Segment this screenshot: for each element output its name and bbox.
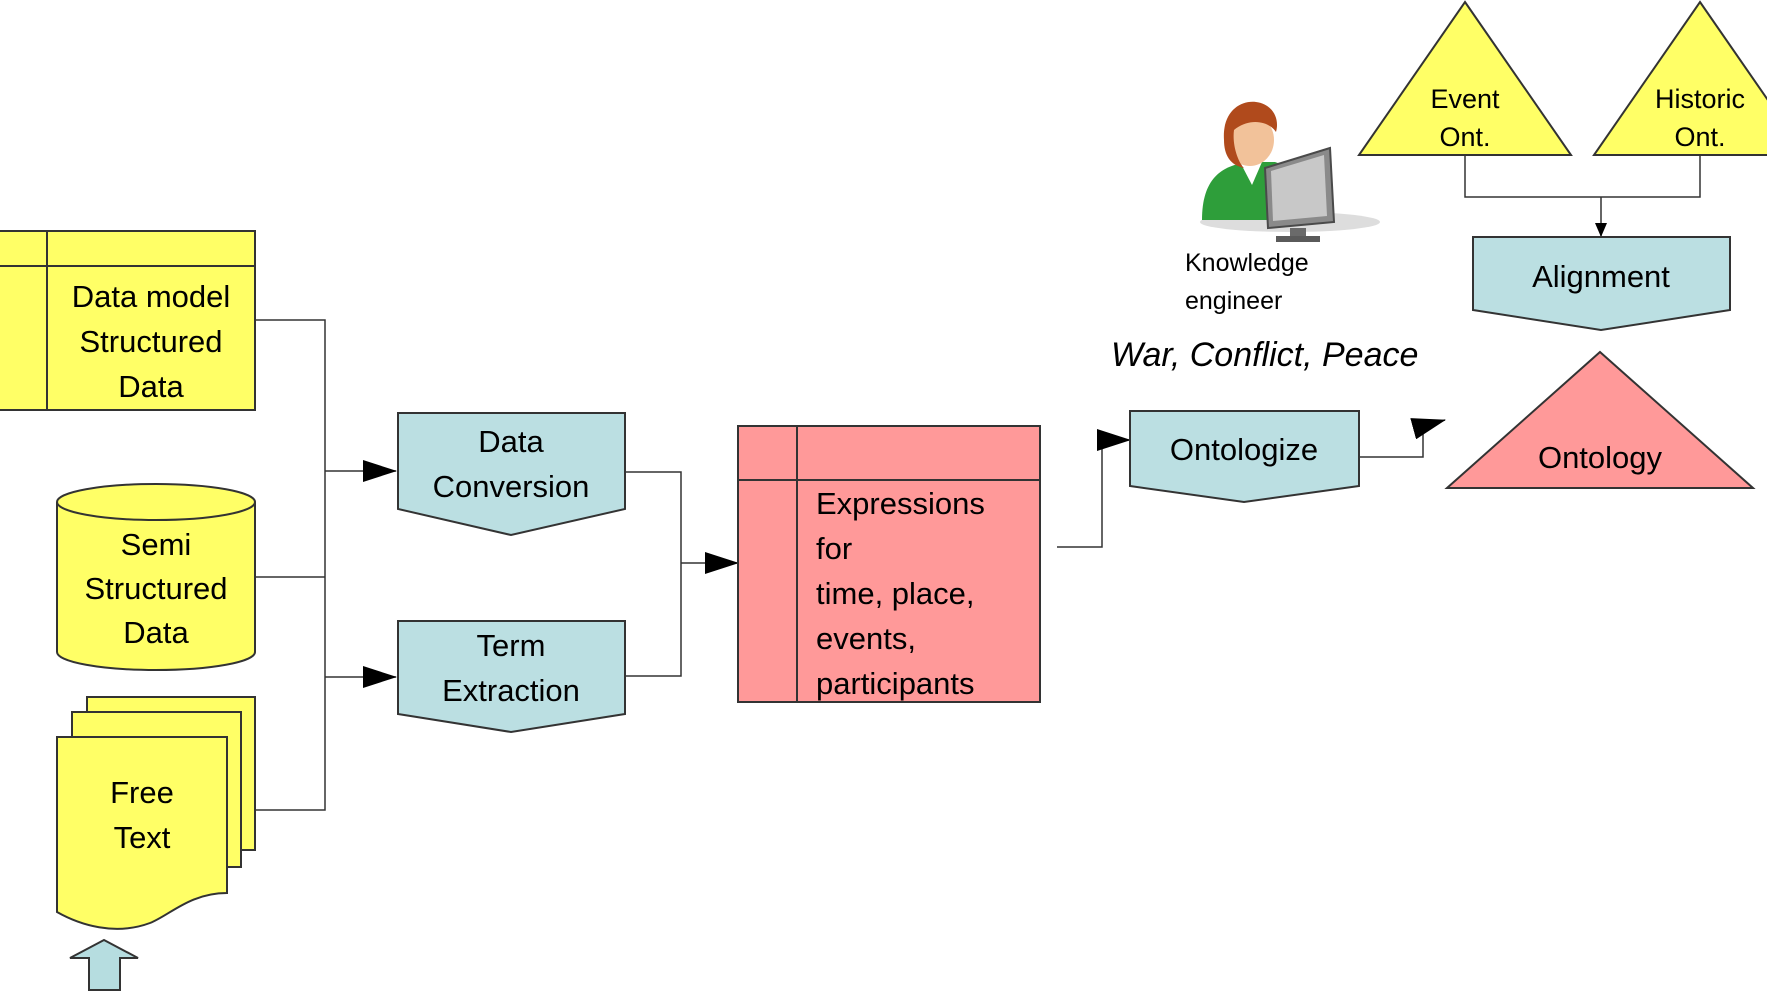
alignment-label: Alignment bbox=[1532, 259, 1670, 294]
semi-structured-label-1: Semi bbox=[121, 527, 192, 562]
historic-ontology: Historic Ont. bbox=[1592, 0, 1767, 156]
arrow-ontologize-to-ontology bbox=[1359, 418, 1446, 458]
free-text-label-1: Free bbox=[110, 775, 174, 810]
connectors bbox=[255, 155, 1701, 811]
knowledge-engineer-label-2: engineer bbox=[1185, 287, 1282, 315]
historic-ontology-label-1: Historic bbox=[1655, 84, 1745, 114]
structured-data-table: Data model Structured Data bbox=[0, 230, 256, 411]
term-extraction-process: Term Extraction bbox=[397, 620, 626, 734]
result-ontology-label: Ontology bbox=[1538, 440, 1663, 475]
semi-structured-data-cylinder: Semi Structured Data bbox=[56, 483, 256, 671]
data-conversion-label-2: Conversion bbox=[433, 469, 590, 504]
structured-data-label-1: Data model bbox=[72, 279, 231, 314]
connector-structured-to-bus bbox=[255, 319, 326, 811]
result-ontology: Ontology bbox=[1444, 350, 1756, 489]
event-ontology-label-1: Event bbox=[1430, 84, 1500, 114]
knowledge-engineer-icon: Knowledge engineer bbox=[1185, 101, 1380, 315]
expressions-label-4: events, bbox=[816, 621, 916, 656]
semi-structured-label-2: Structured bbox=[84, 571, 227, 606]
arrow-to-ontologize bbox=[1057, 429, 1131, 548]
connector-processes-merge bbox=[625, 471, 682, 677]
data-conversion-process: Data Conversion bbox=[397, 412, 626, 537]
expressions-label-5: participants bbox=[816, 666, 975, 701]
alignment-process: Alignment bbox=[1472, 236, 1731, 332]
connector-ontologies-merge bbox=[1464, 155, 1701, 198]
expressions-label-1: Expressions bbox=[816, 486, 985, 521]
input-up-arrow-icon bbox=[69, 938, 139, 991]
historic-ontology-label-2: Ont. bbox=[1674, 122, 1725, 152]
ontologize-process: Ontologize bbox=[1129, 410, 1360, 504]
topic-label: War, Conflict, Peace bbox=[1111, 336, 1418, 374]
knowledge-engineer-label-1: Knowledge bbox=[1185, 249, 1309, 277]
data-conversion-label-1: Data bbox=[478, 424, 544, 459]
expressions-label-2: for bbox=[816, 531, 852, 566]
structured-data-label-2: Structured bbox=[79, 324, 222, 359]
structured-data-label-3: Data bbox=[118, 369, 184, 404]
expressions-table: Expressions for time, place, events, par… bbox=[737, 425, 1041, 703]
free-text-label-2: Text bbox=[114, 820, 171, 855]
ontologize-label: Ontologize bbox=[1170, 432, 1318, 467]
event-ontology: Event Ont. bbox=[1357, 0, 1573, 156]
event-ontology-label-2: Ont. bbox=[1439, 122, 1490, 152]
term-extraction-label-1: Term bbox=[477, 628, 546, 663]
term-extraction-label-2: Extraction bbox=[442, 673, 580, 708]
semi-structured-label-3: Data bbox=[123, 615, 189, 650]
expressions-label-3: time, place, bbox=[816, 576, 975, 611]
free-text-documents: Free Text bbox=[56, 696, 256, 930]
